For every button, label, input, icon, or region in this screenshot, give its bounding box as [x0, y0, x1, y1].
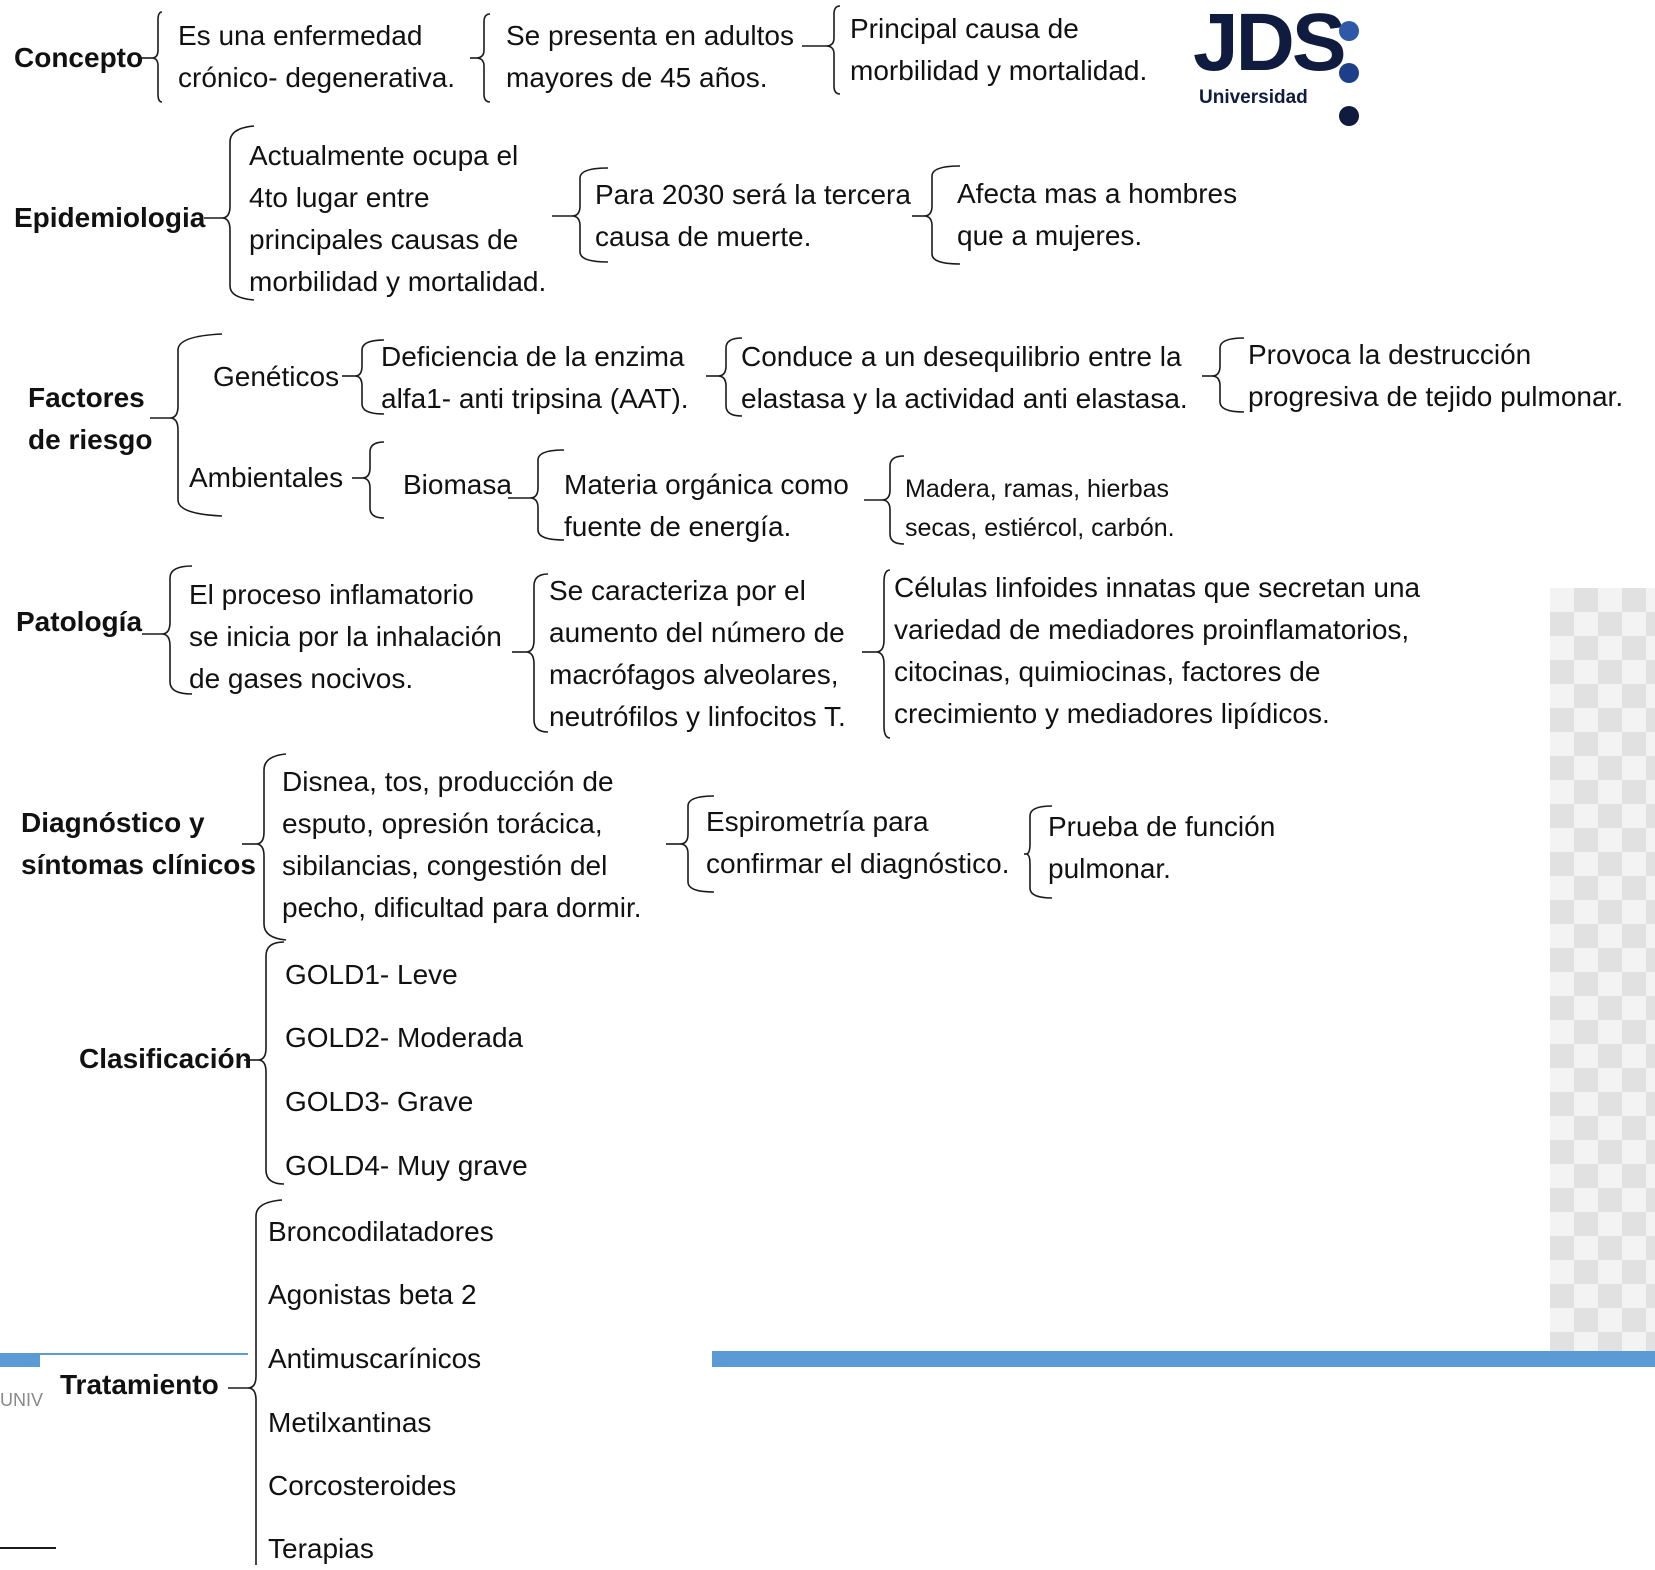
- tratamiento-item: Terapias: [268, 1533, 374, 1564]
- logo-dot-icon: [1339, 63, 1359, 83]
- clasificacion-item: GOLD1- Leve: [285, 959, 458, 990]
- footer-text: UNIV: [0, 1390, 44, 1410]
- jds-universidad-logo: JDS Universidad: [1193, 0, 1363, 130]
- clasificacion-item: GOLD3- Grave: [285, 1086, 474, 1117]
- tratamiento-item: Antimuscarínicos: [268, 1343, 482, 1374]
- logo-wordmark: JDS: [1193, 0, 1347, 88]
- footer-bar-left: [0, 1353, 40, 1367]
- patologia-label: Patología: [16, 606, 143, 637]
- footer-line: [40, 1353, 248, 1355]
- ambientales-node-1: Biomasa: [403, 469, 512, 500]
- concepto-label: Concepto: [14, 42, 144, 73]
- logo-dot-icon: [1339, 21, 1359, 41]
- tratamiento-item: Agonistas beta 2: [268, 1279, 477, 1310]
- logo-dot-icon: [1339, 106, 1359, 126]
- logo-subtitle: Universidad: [1199, 87, 1308, 108]
- bottom-line: [0, 1547, 56, 1549]
- epidemiologia-label: Epidemiologia: [14, 202, 206, 233]
- tratamiento-item: Metilxantinas: [268, 1407, 432, 1438]
- geneticos-label: Genéticos: [213, 361, 340, 392]
- clasificacion-label: Clasificación: [79, 1043, 252, 1074]
- patologia-node-3: Células linfoides innatas que secretan u…: [894, 572, 1421, 729]
- clasificacion-item: GOLD4- Muy grave: [285, 1150, 528, 1181]
- ambientales-label: Ambientales: [189, 462, 344, 493]
- tratamiento-label: Tratamiento: [60, 1369, 219, 1400]
- tratamiento-item: Broncodilatadores: [268, 1216, 494, 1247]
- clasificacion-item: GOLD2- Moderada: [285, 1022, 524, 1053]
- transparent-image-placeholder: [1550, 588, 1655, 1358]
- footer-bar: [712, 1351, 1655, 1367]
- tratamiento-item: Corcosteroides: [268, 1470, 457, 1501]
